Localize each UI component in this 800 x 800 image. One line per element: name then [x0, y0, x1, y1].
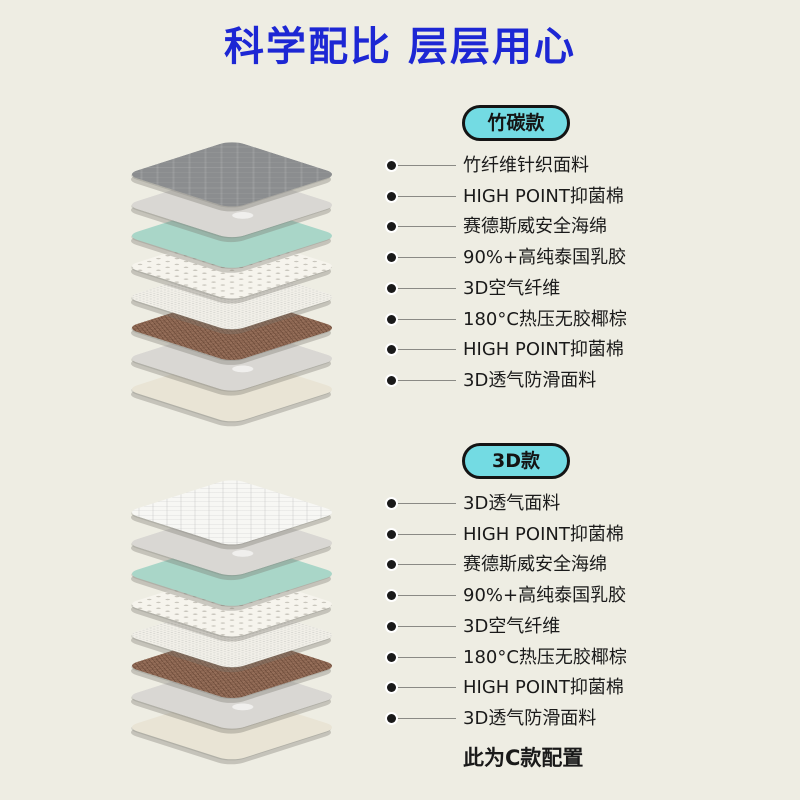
leader-line	[392, 657, 456, 658]
page-headline: 科学配比 层层用心	[0, 14, 800, 72]
layer-label: 3D透气防滑面料	[463, 705, 596, 733]
leader-line	[392, 718, 456, 719]
layer-callout: 赛德斯威安全海绵	[0, 213, 800, 241]
layer-callout: HIGH POINT抑菌棉	[0, 521, 800, 549]
leader-line	[392, 503, 456, 504]
callout-dot	[387, 622, 396, 631]
callout-dot	[387, 253, 396, 262]
layer-callout: 90%+高纯泰国乳胶	[0, 582, 800, 610]
callout-dot	[387, 653, 396, 662]
callout-dot	[387, 284, 396, 293]
callout-dot	[387, 591, 396, 600]
layer-callout: 180°C热压无胶椰棕	[0, 644, 800, 672]
layer-label: 90%+高纯泰国乳胶	[463, 582, 626, 610]
leader-line	[392, 687, 456, 688]
layer-callout: 赛德斯威安全海绵	[0, 551, 800, 579]
layer-label: 3D透气防滑面料	[463, 367, 596, 395]
callout-dot	[387, 714, 396, 723]
layer-callout: HIGH POINT抑菌棉	[0, 336, 800, 364]
leader-line	[392, 196, 456, 197]
leader-line	[392, 288, 456, 289]
layer-callout: 90%+高纯泰国乳胶	[0, 244, 800, 272]
callout-dot	[387, 530, 396, 539]
leader-line	[392, 564, 456, 565]
callout-dot	[387, 192, 396, 201]
layer-label: HIGH POINT抑菌棉	[463, 521, 624, 549]
callout-dot	[387, 345, 396, 354]
layer-callout: 3D透气防滑面料	[0, 367, 800, 395]
layer-label: 90%+高纯泰国乳胶	[463, 244, 626, 272]
layer-callout: 3D透气面料	[0, 490, 800, 518]
layer-label: 3D空气纤维	[463, 275, 560, 303]
leader-line	[392, 165, 456, 166]
layer-label: 赛德斯威安全海绵	[463, 551, 607, 579]
leader-line	[392, 349, 456, 350]
leader-line	[392, 595, 456, 596]
callout-dot	[387, 560, 396, 569]
layer-label: HIGH POINT抑菌棉	[463, 336, 624, 364]
layer-callout: 3D空气纤维	[0, 275, 800, 303]
layer-callout: 180°C热压无胶椰棕	[0, 306, 800, 334]
layer-label: 3D空气纤维	[463, 613, 560, 641]
layer-label: HIGH POINT抑菌棉	[463, 674, 624, 702]
layer-label: 竹纤维针织面料	[463, 152, 589, 180]
callout-dot	[387, 315, 396, 324]
config-footnote: 此为C款配置	[463, 742, 583, 772]
layer-callout: 3D透气防滑面料	[0, 705, 800, 733]
callout-dot	[387, 222, 396, 231]
layer-label: HIGH POINT抑菌棉	[463, 183, 624, 211]
callout-dot	[387, 683, 396, 692]
leader-line	[392, 257, 456, 258]
layer-label: 180°C热压无胶椰棕	[463, 306, 627, 334]
leader-line	[392, 319, 456, 320]
layer-label: 3D透气面料	[463, 490, 560, 518]
layer-callout: HIGH POINT抑菌棉	[0, 674, 800, 702]
leader-line	[392, 534, 456, 535]
layer-callout: 3D空气纤维	[0, 613, 800, 641]
layer-callout: HIGH POINT抑菌棉	[0, 183, 800, 211]
layer-callout: 竹纤维针织面料	[0, 152, 800, 180]
callout-dot	[387, 376, 396, 385]
leader-line	[392, 626, 456, 627]
callout-dot	[387, 161, 396, 170]
callout-dot	[387, 499, 396, 508]
leader-line	[392, 226, 456, 227]
layer-label: 180°C热压无胶椰棕	[463, 644, 627, 672]
leader-line	[392, 380, 456, 381]
layer-label: 赛德斯威安全海绵	[463, 213, 607, 241]
